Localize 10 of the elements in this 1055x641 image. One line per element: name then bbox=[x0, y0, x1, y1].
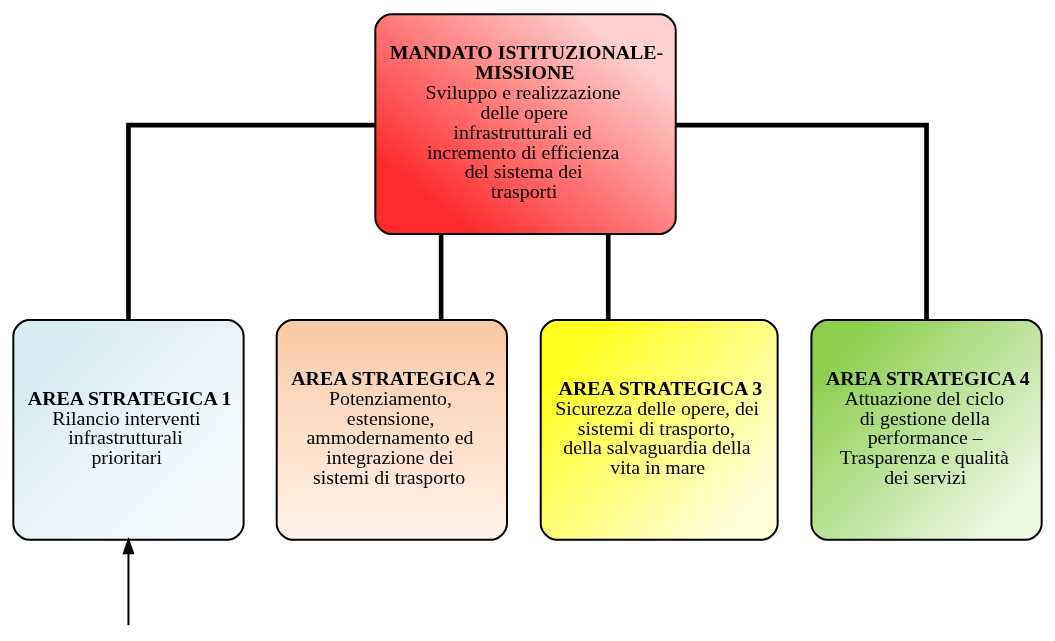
node-box: AREA STRATEGICA 2 Potenziamento, estensione, ammodernamento ed integrazione dei sistemi di trasporto bbox=[275, 319, 508, 541]
arrow bbox=[122, 537, 135, 627]
node-box: AREA STRATEGICA 4 Attuazione del ciclo di gestione della performance – Trasparenza e qualità dei servizi bbox=[810, 319, 1043, 541]
connector bbox=[126, 122, 375, 320]
node-box: MANDATO ISTITUZIONALE- MISSIONE Sviluppo e realizzazione delle opere infrastrutturali ed incremento di efficienza del sistema dei trasporti bbox=[374, 13, 677, 235]
connector bbox=[676, 122, 929, 320]
node-box: AREA STRATEGICA 1 Rilancio interventi infrastrutturali prioritari bbox=[12, 319, 245, 541]
connector bbox=[438, 234, 444, 320]
connector bbox=[605, 234, 611, 320]
node-box: AREA STRATEGICA 3 Sicurezza delle opere, dei sistemi di trasporto, della salvaguardia della vita in mare bbox=[539, 319, 779, 541]
